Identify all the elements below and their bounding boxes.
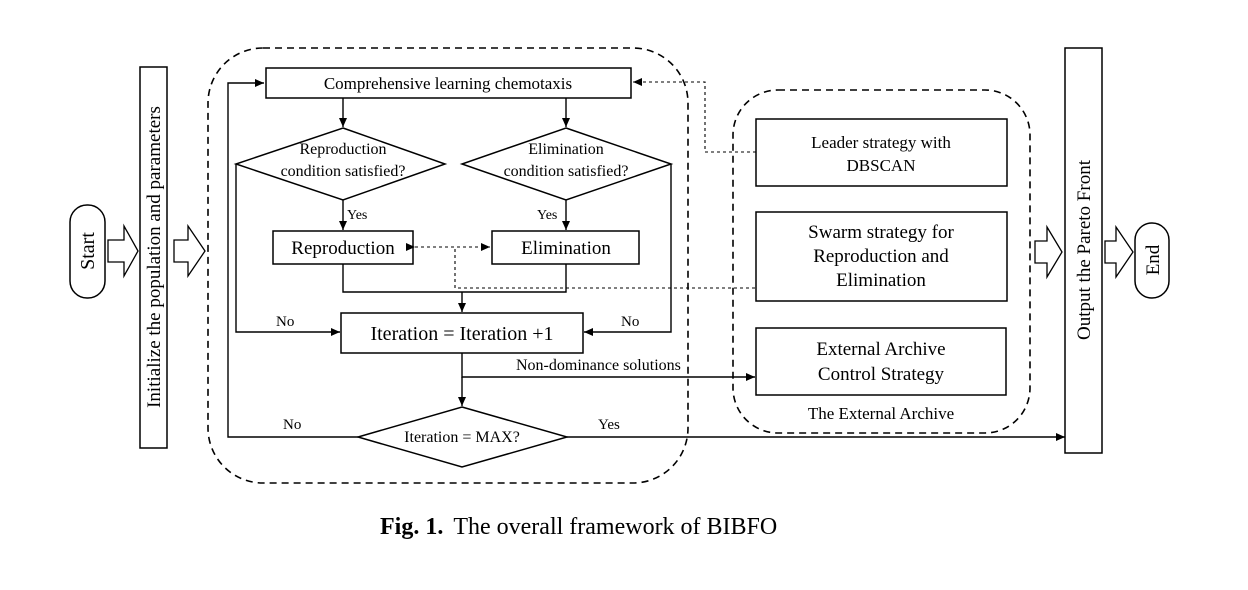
leader-strategy-line2: DBSCAN	[847, 156, 916, 175]
hollow-arrow-archive	[1034, 224, 1063, 280]
end-label: End	[1143, 244, 1164, 275]
figure-caption: Fig. 1. The overall framework of BIBFO	[380, 514, 777, 540]
swarm-strategy-line2: Reproduction and	[813, 246, 949, 267]
iteration-update-box	[340, 312, 584, 354]
reproduction-condition-line2: condition satisfied?	[281, 163, 406, 180]
no-right-label: No	[621, 314, 639, 330]
elimination-condition-line2: condition satisfied?	[504, 163, 629, 180]
yes-elimination-label: Yes	[537, 208, 557, 223]
external-archive-label: The External Archive	[808, 404, 954, 423]
output-box	[1064, 47, 1103, 454]
no-max-label: No	[283, 417, 301, 433]
caption-label: Fig. 1.	[380, 514, 443, 540]
yes-max-label: Yes	[598, 417, 620, 433]
swarm-strategy-line1: Swarm strategy for	[808, 222, 954, 243]
archive-control-line2: Control Strategy	[818, 364, 945, 385]
max-check-label: Iteration = MAX?	[404, 429, 520, 446]
reproduction-label: Reproduction	[291, 238, 395, 259]
init-label: Initialize the population and parameters	[144, 106, 165, 408]
reproduction-condition-line1: Reproduction	[299, 141, 386, 158]
hollow-arrow-start	[107, 223, 139, 279]
archive-control-box	[755, 327, 1007, 396]
init-box	[139, 66, 168, 449]
elimination-label: Elimination	[521, 238, 611, 259]
elimination-condition-line1: Elimination	[528, 141, 604, 158]
start-label: Start	[77, 232, 99, 270]
output-label: Output the Pareto Front	[1074, 159, 1095, 340]
caption-text: The overall framework of BIBFO	[453, 514, 777, 540]
swarm-strategy-line3: Elimination	[836, 270, 926, 291]
archive-control-line1: External Archive	[816, 339, 945, 360]
end-terminal	[1134, 222, 1170, 299]
chemotaxis-label: Comprehensive learning chemotaxis	[324, 74, 572, 93]
hollow-arrow-init	[173, 223, 206, 279]
non-dominance-label: Non-dominance solutions	[516, 357, 681, 374]
iteration-update-label: Iteration = Iteration +1	[370, 323, 553, 345]
max-check-diamond	[355, 406, 570, 468]
yes-reproduction-label: Yes	[347, 208, 367, 223]
swarm-strategy-box	[755, 211, 1008, 302]
chemotaxis-box	[265, 67, 632, 99]
main-loop-group	[207, 47, 689, 484]
start-terminal	[69, 204, 106, 299]
leader-strategy-box	[755, 118, 1008, 187]
hollow-arrow-output	[1104, 224, 1134, 280]
no-left-label: No	[276, 314, 294, 330]
leader-strategy-line1: Leader strategy with	[811, 133, 951, 152]
